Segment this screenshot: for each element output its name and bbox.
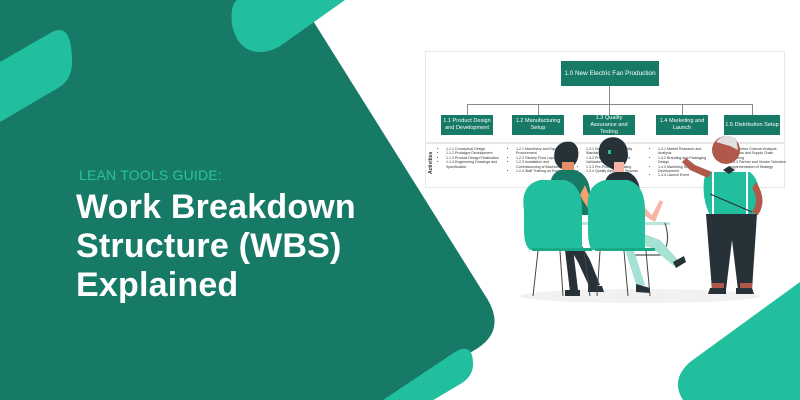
accent-pill-top — [231, 0, 345, 52]
activity-list: 1.2.1 Machinery and Equipment Procuremen… — [510, 147, 572, 173]
activity-item: 1.2.2 Factory Floor Layout Design — [516, 156, 572, 160]
chair-icon — [587, 180, 655, 297]
presenter — [682, 135, 763, 294]
activity-list: 1.1.1 Conceptual Design 1.1.2 Prototype … — [440, 147, 502, 169]
activity-item: 1.5.3 Partner and Vendor Selection — [730, 160, 786, 165]
accent-pill-bottom — [383, 348, 474, 400]
activity-item: 1.3.4 Quality Assurance Process — [586, 169, 642, 173]
accent-pill-top-left — [0, 30, 72, 122]
subtitle: LEAN TOOLS GUIDE: — [79, 167, 222, 183]
activity-item: 1.1.2 Prototype Development — [446, 151, 502, 155]
activity-item: 1.2.1 Machinery and Equipment Procuremen… — [516, 147, 572, 156]
activity-item: 1.4.2 Branding and Packaging Design — [658, 156, 714, 165]
activity-item: 1.2.3 Installation and Commissioning of … — [516, 160, 572, 169]
wbs-root-node: 1.0 New Electric Fan Production — [561, 61, 659, 86]
chair-icon — [523, 180, 592, 297]
wbs-node: 1.5 Distribution Setup — [724, 115, 780, 135]
connector — [609, 104, 610, 115]
connector — [682, 104, 683, 115]
activity-item: Distribution Channel Analysis — [730, 147, 777, 151]
page-title: Work Breakdown Structure (WBS) Explained — [76, 188, 356, 304]
connector — [609, 86, 610, 104]
activity-item: 1.2.4 Staff Training on Equipment — [516, 169, 572, 173]
activity-item: 1.4.3 Marketing Strategy Development — [658, 165, 714, 174]
activity-item: Implementation of Strategy — [730, 164, 773, 169]
activity-item: 1.1.3 Product Design Finalization — [446, 156, 502, 160]
activity-item: 1.4.4 Launch Event — [658, 173, 714, 177]
wbs-node: 1.3 Quality Assurance and Testing — [583, 115, 635, 135]
wbs-node: 1.1 Product Design and Development — [441, 115, 493, 135]
connector — [538, 104, 539, 115]
connector — [467, 104, 468, 115]
activity-item: 1.1.4 Engineering Drawings and Specifica… — [446, 160, 502, 169]
activity-list: 1.4.1 Market Research and Analysis 1.4.2… — [652, 147, 714, 178]
activity-item: 1.1.1 Conceptual Design — [446, 147, 502, 151]
dark-green-panel — [0, 0, 495, 400]
activity-item: 1.4.1 Market Research and Analysis — [658, 147, 714, 156]
connector — [752, 104, 753, 115]
accent-corner-bottom-right — [677, 282, 800, 400]
wbs-node: 1.4 Marketing and Launch — [656, 115, 708, 135]
wbs-node: 1.2 Manufacturing Setup — [512, 115, 564, 135]
